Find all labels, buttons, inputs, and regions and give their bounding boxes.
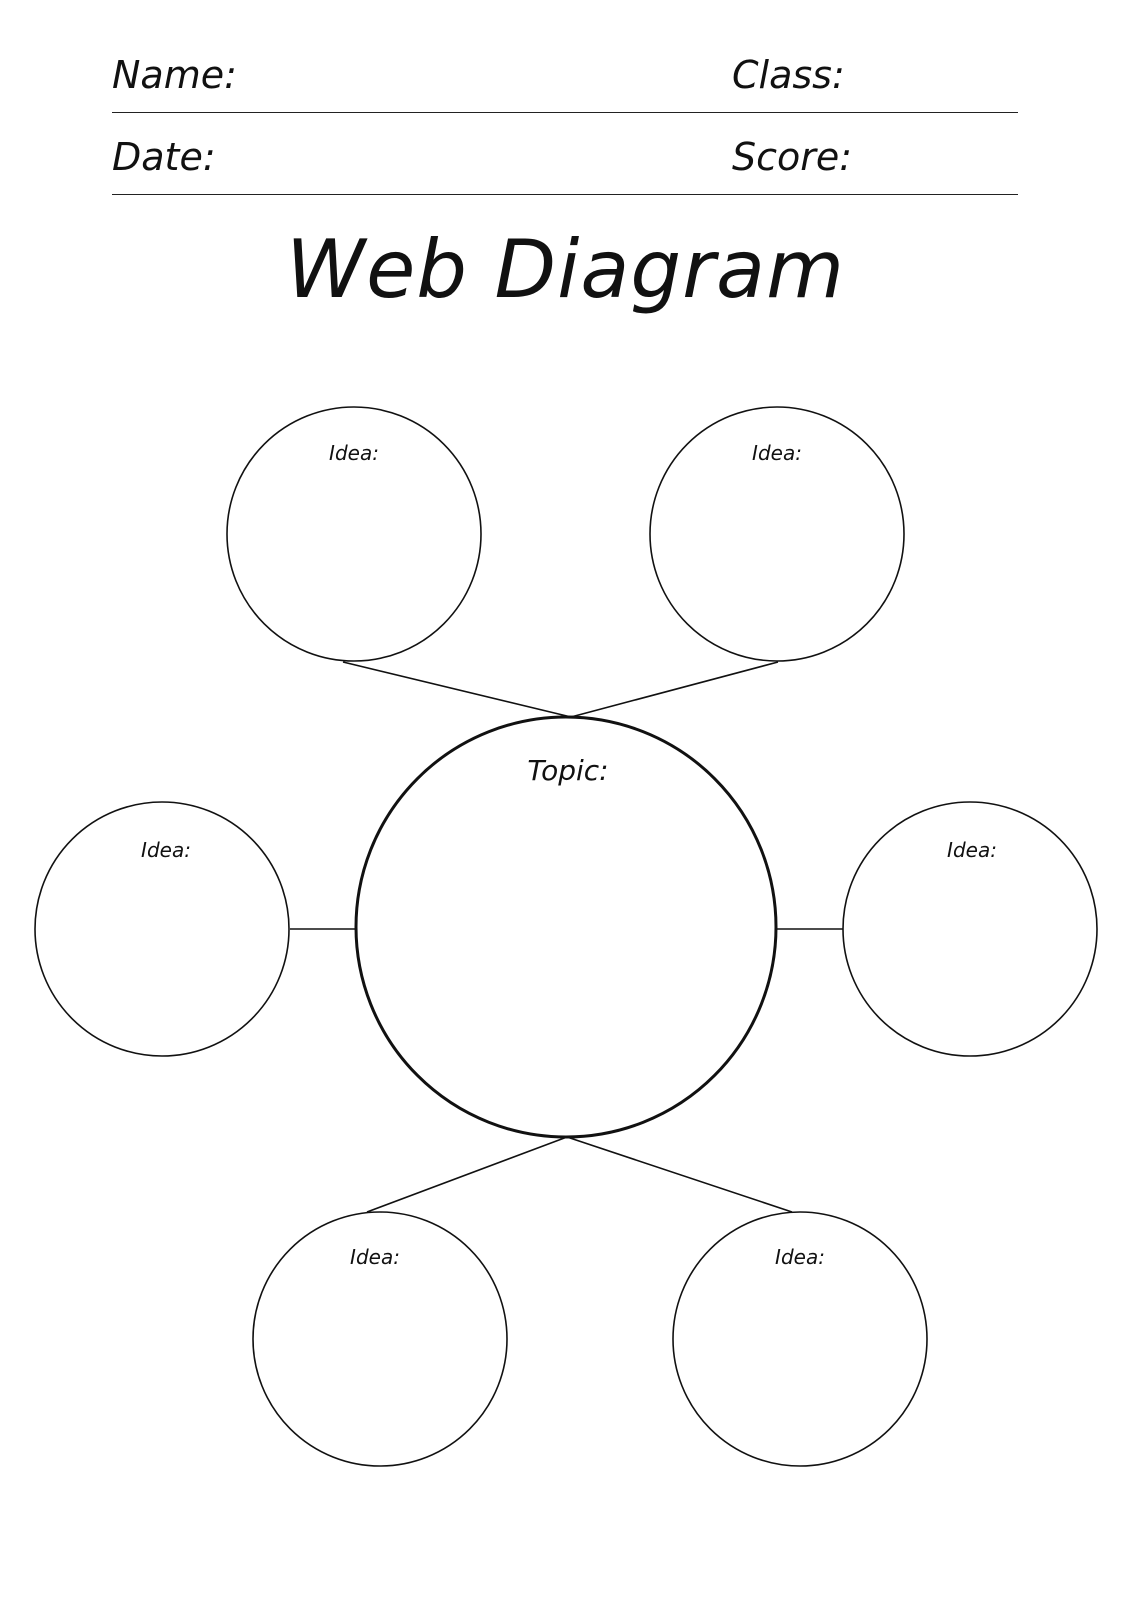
connector-line (570, 661, 779, 718)
name-field-label: Name: (112, 53, 237, 97)
connector-line (342, 661, 572, 718)
date-field-label: Date: (112, 135, 216, 179)
idea-circle-middle-left[interactable] (34, 801, 290, 1057)
idea-circle-bottom-left[interactable] (252, 1211, 508, 1467)
idea-label-bottom-left: Idea: (350, 1245, 400, 1269)
idea-label-bottom-right: Idea: (775, 1245, 825, 1269)
class-field-label: Class: (732, 53, 845, 97)
idea-circle-top-left[interactable] (226, 406, 482, 662)
idea-label-top-right: Idea: (752, 441, 802, 465)
date-score-writing-line[interactable] (112, 194, 1018, 195)
idea-circle-middle-right[interactable] (842, 801, 1098, 1057)
idea-label-middle-left: Idea: (141, 838, 191, 862)
worksheet-title: Web Diagram (285, 223, 845, 316)
topic-circle[interactable] (354, 715, 778, 1139)
score-field-label: Score: (732, 135, 853, 179)
idea-label-middle-right: Idea: (947, 838, 997, 862)
idea-label-top-left: Idea: (329, 441, 379, 465)
connector-line (366, 1136, 568, 1213)
idea-circle-top-right[interactable] (649, 406, 905, 662)
idea-circle-bottom-right[interactable] (672, 1211, 928, 1467)
connector-line (566, 1136, 793, 1213)
name-class-writing-line[interactable] (112, 112, 1018, 113)
topic-label: Topic: (527, 754, 609, 787)
